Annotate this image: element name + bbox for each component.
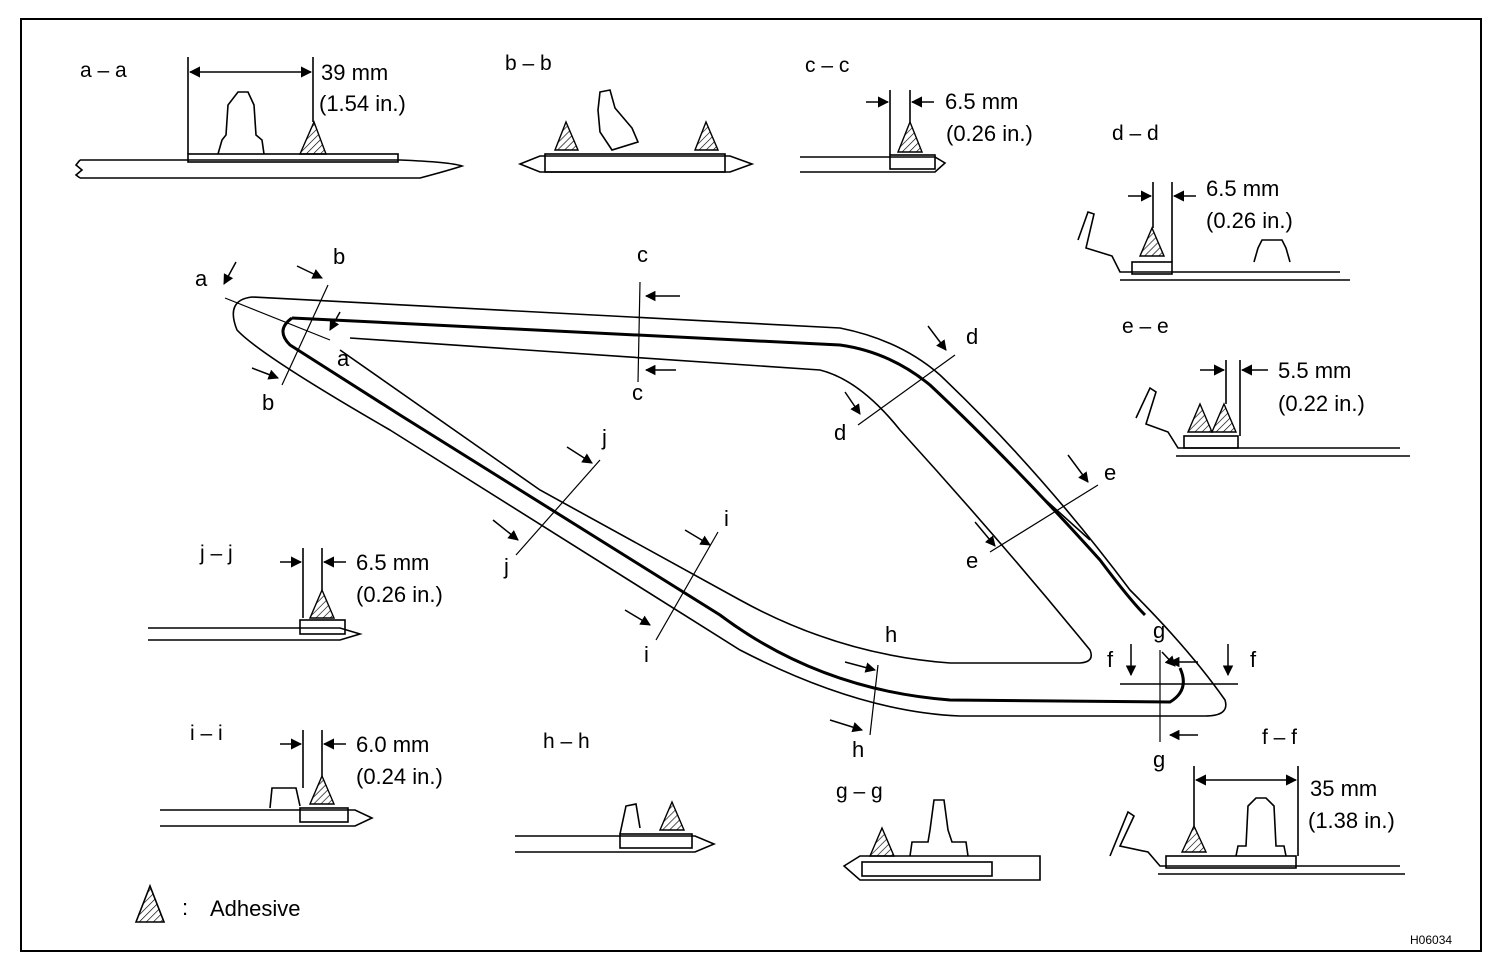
cut-label-f-end: f [1250, 647, 1257, 672]
section-title-a-a: a – a [80, 59, 127, 82]
cut-label-b-start: b [333, 244, 345, 269]
adhesive-symbol-icon [134, 883, 166, 923]
section-title-d-d: d – d [1112, 122, 1159, 145]
dim-e-e-in: (0.22 in.) [1278, 391, 1365, 416]
legend: : Adhesive [134, 883, 301, 923]
section-title-e-e: e – e [1122, 315, 1169, 338]
dim-i-i-mm: 6.0 mm [356, 732, 429, 757]
cut-label-f-start: f [1107, 647, 1114, 672]
dim-a-a-mm: 39 mm [321, 60, 388, 85]
section-h-h: h – h [515, 730, 717, 853]
cut-label-i-end: i [644, 642, 649, 667]
cut-line-i [655, 531, 719, 641]
section-e-e: e – e 5.5 mm (0.22 in.) [1122, 315, 1410, 457]
dim-d-d-mm: 6.5 mm [1206, 176, 1279, 201]
dim-f-f-mm: 35 mm [1310, 776, 1377, 801]
section-i-i: i – i 6.0 mm (0.24 in.) [160, 722, 443, 827]
cut-label-a-end: a [337, 346, 350, 371]
cut-lines [224, 281, 1161, 742]
section-title-g-g: g – g [836, 780, 883, 803]
cut-label-i-start: i [724, 506, 729, 531]
cut-label-b-end: b [262, 390, 274, 415]
section-title-b-b: b – b [505, 52, 552, 75]
cut-label-g-start: g [1153, 618, 1165, 643]
section-title-i-i: i – i [190, 722, 223, 745]
cut-arrows [223, 261, 1234, 741]
section-title-h-h: h – h [543, 730, 590, 753]
section-a-a: a – a 39 mm (1.54 in.) [74, 57, 465, 179]
cut-label-j-start: j [601, 425, 607, 450]
dim-f-f-in: (1.38 in.) [1308, 808, 1395, 833]
cut-label-d-end: d [834, 420, 846, 445]
figure-code: H06034 [1410, 933, 1452, 947]
dim-j-j-mm: 6.5 mm [356, 550, 429, 575]
section-d-d: d – d 6.5 mm (0.26 in.) [1077, 122, 1350, 281]
cut-line-h [869, 664, 879, 736]
figure-frame [20, 18, 1482, 952]
legend-adhesive-label: Adhesive [210, 896, 301, 921]
dim-a-a-in: (1.54 in.) [319, 91, 406, 116]
dim-c-c-in: (0.26 in.) [946, 121, 1033, 146]
section-title-f-f: f – f [1262, 726, 1297, 749]
dim-c-c-mm: 6.5 mm [945, 89, 1018, 114]
cut-line-b [281, 284, 329, 386]
cut-line-d [857, 354, 956, 426]
dim-e-e-mm: 5.5 mm [1278, 358, 1351, 383]
cut-label-d-start: d [966, 324, 978, 349]
section-title-j-j: j – j [199, 542, 233, 565]
dim-j-j-in: (0.26 in.) [356, 582, 443, 607]
legend-separator: : [182, 895, 188, 920]
cut-line-c [637, 281, 641, 383]
section-j-j: j – j 6.5 mm (0.26 in.) [148, 542, 443, 641]
section-g-g: g – g [836, 780, 1041, 881]
cut-label-e-end: e [966, 548, 978, 573]
section-c-c: c – c 6.5 mm (0.26 in.) [800, 54, 1033, 173]
cut-line-e [989, 484, 1099, 553]
cut-label-h-start: h [885, 622, 897, 647]
cut-label-c-start: c [637, 242, 648, 267]
cut-label-j-end: j [503, 554, 509, 579]
dim-d-d-in: (0.26 in.) [1206, 208, 1293, 233]
cut-label-e-start: e [1104, 460, 1116, 485]
section-b-b: b – b [505, 52, 755, 173]
cut-label-a-start: a [195, 266, 208, 291]
cut-line-a [224, 297, 331, 341]
dim-i-i-in: (0.24 in.) [356, 764, 443, 789]
section-title-c-c: c – c [805, 54, 849, 77]
cut-line-j [515, 459, 601, 556]
cut-label-g-end: g [1153, 747, 1165, 772]
cut-label-h-end: h [852, 737, 864, 762]
cut-letters: a a b b c c d d e e f f g g h h i i j j [195, 242, 1257, 772]
section-f-f: f – f 35 mm (1.38 in.) [1109, 726, 1405, 875]
cut-label-c-end: c [632, 380, 643, 405]
window-glass-outline [232, 296, 1238, 717]
